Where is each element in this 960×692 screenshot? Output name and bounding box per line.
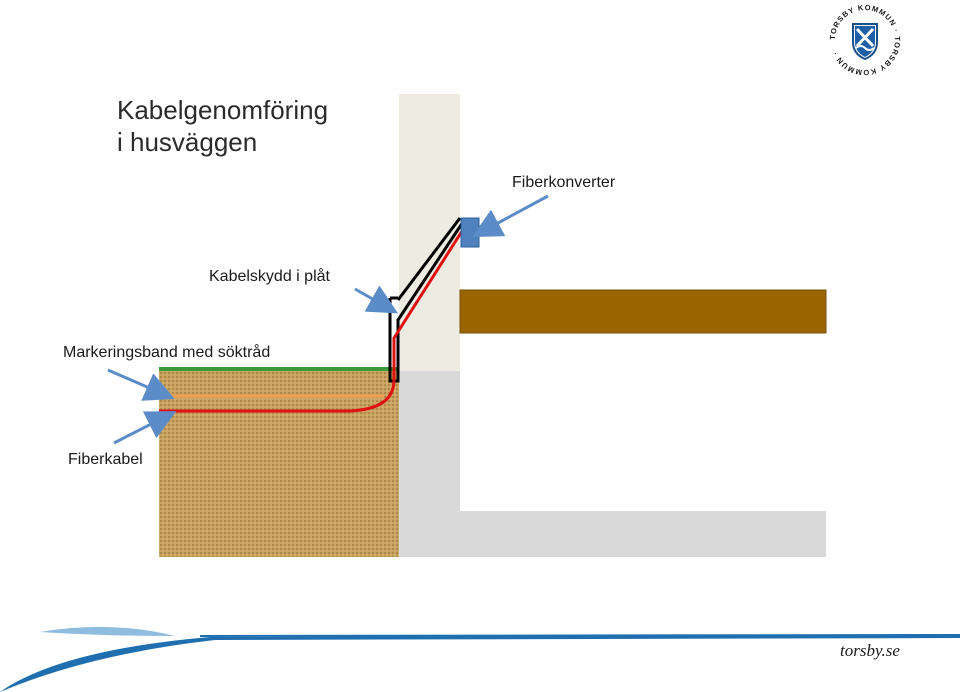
fiber-cable bbox=[159, 227, 466, 413]
label-fiberkabel: Fiberkabel bbox=[68, 451, 143, 468]
municipal-shield-icon bbox=[852, 23, 878, 61]
footer-line bbox=[199, 634, 960, 637]
cable-protection-conduit bbox=[388, 221, 465, 383]
label-fiberkonverter: Fiberkonverter bbox=[512, 174, 616, 191]
label-markeringsband: Markeringsband med söktråd bbox=[63, 344, 271, 361]
ground-surface bbox=[159, 367, 399, 371]
arrow-fiberkabel bbox=[113, 411, 177, 445]
floor-beam bbox=[459, 289, 827, 334]
soil bbox=[159, 371, 399, 557]
torsby-kommun-logo: TORSBY KOMMUN · TORSBY KOMMUN · bbox=[828, 4, 901, 76]
arrow-kabelskydd bbox=[354, 285, 399, 314]
footer-swoosh bbox=[0, 634, 960, 692]
fiber-converter-box bbox=[460, 217, 480, 248]
arrow-fiberkonverter bbox=[471, 194, 549, 238]
arrow-markeringsband bbox=[107, 368, 175, 401]
footer-website: torsby.se bbox=[840, 641, 900, 660]
foundation-slab bbox=[460, 511, 826, 557]
footer-swoosh-light bbox=[40, 626, 175, 636]
conduit-outer-diagonal bbox=[396, 217, 462, 301]
foundation-wall bbox=[399, 371, 460, 557]
title-line-1: Kabelgenomföring bbox=[117, 95, 329, 125]
label-kabelskydd: Kabelskydd i plåt bbox=[209, 268, 330, 285]
diagram-title: Kabelgenomföring i husväggen bbox=[117, 94, 328, 158]
title-line-2: i husväggen bbox=[117, 127, 258, 157]
